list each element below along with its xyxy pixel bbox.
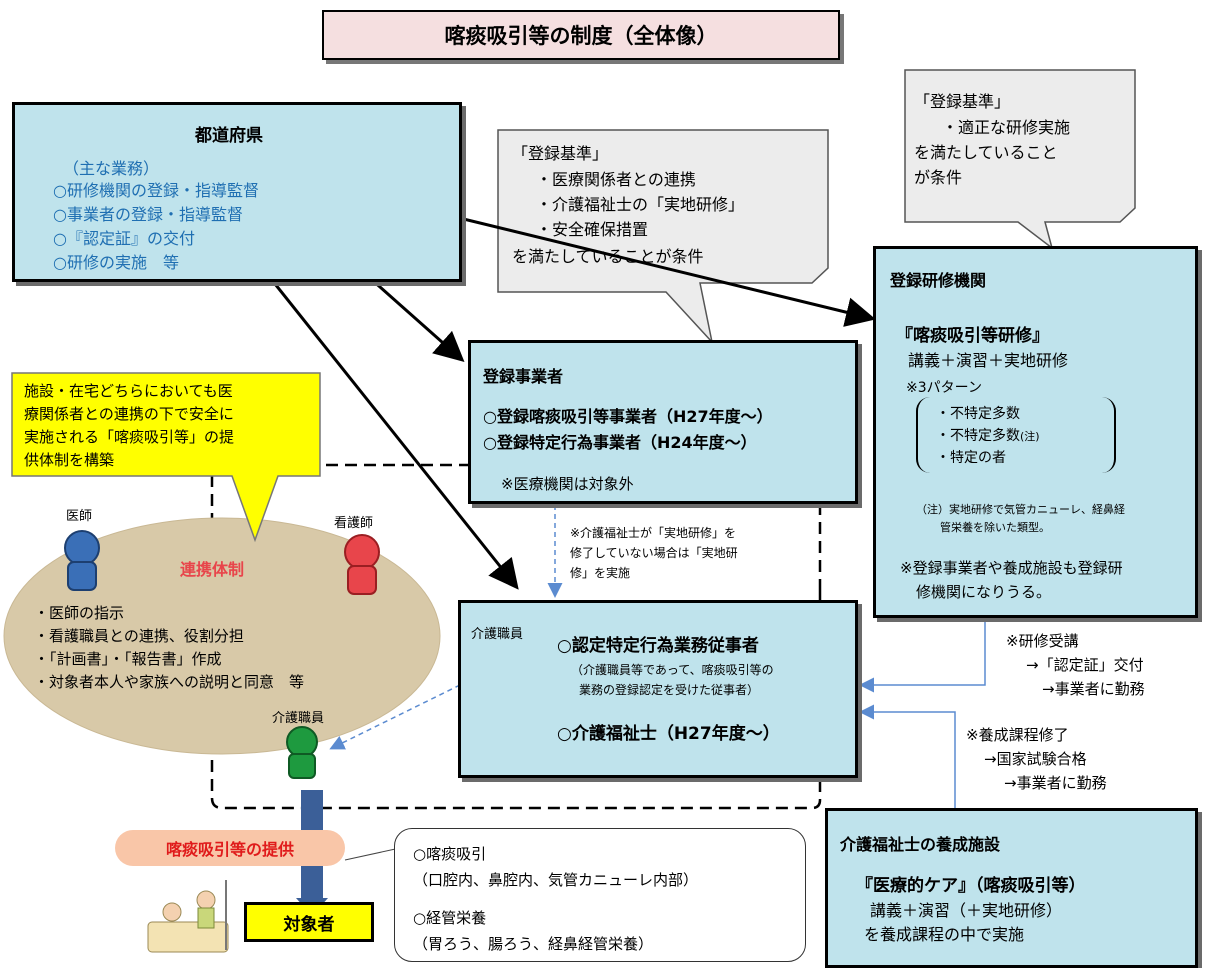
training-org-footnote: 管栄養を除いた類型。 [940,521,1050,534]
school-subtitle: 『医療的ケア』（喀痰吸引等） [856,876,1086,896]
procedures-box: ○喀痰吸引 （口腔内、鼻腔内、気管カニューレ内部） ○経管栄養 （胃ろう、腸ろう… [394,828,806,962]
criteria-center-bubble [497,129,829,345]
small-note-line: 修」を実施 [570,566,631,580]
doctor-person-icon [64,530,100,591]
training-org-title: 登録研修機関 [890,271,987,290]
yellow-bubble-line: 施設・在宅どちらにおいても医 [24,382,233,400]
care-scene-illustration [147,880,229,953]
arrow-to-certified [238,239,519,590]
small-note-line: 修了していない場合は「実地研 [570,546,738,560]
doctor-label: 医師 [66,509,93,524]
registered-business-item: ○登録喀痰吸引等事業者（H27年度～） [483,407,773,426]
school-line: 講義＋演習（＋実地研修） [870,901,1063,920]
training-org-note: 修機関になりうる。 [916,583,1052,601]
criteria-right-line: が条件 [914,168,963,187]
cooperation-line: ・医師の指示 [34,604,125,622]
certified-worker-sub: 業務の登録認定を受けた従事者） [579,683,760,697]
prefecture-line: ○研修の実施 等 [53,253,179,272]
yellow-bubble-line: 実施される「喀痰吸引等」の提 [24,428,235,446]
yellow-bubble-line: 療関係者との連携の下で安全に [24,405,234,423]
criteria-right-bubble [904,69,1136,250]
target-label: 対象者 [283,914,335,935]
training-org-pattern: ・不特定多数 [936,406,1020,422]
prefecture-line: （主な業務） [63,159,160,178]
criteria-right-line: 「登録基準」 [914,92,1011,111]
procedure-line: （胃ろう、腸ろう、経鼻経管栄養） [413,935,654,953]
certified-worker-box: 介護職員 ○認定特定行為業務従事者 （介護職員等であって、喀痰吸引等の 業務の登… [458,600,858,778]
criteria-center-line: ・介護福祉士の「実地研修」 [536,195,745,214]
patterns-bracket [916,397,1116,473]
cooperation-line: ・看護職員との連携、役割分担 [34,627,244,645]
registered-business-box: 登録事業者 ○登録喀痰吸引等事業者（H27年度～） ○登録特定行為事業者（H24… [468,340,858,504]
registered-business-item: ○登録特定行為事業者（H24年度～） [483,433,757,452]
cooperation-line: ・「計画書」・「報告書」作成 [34,650,222,668]
provision-label: 喀痰吸引等の提供 [165,840,294,859]
training-org-course: 『喀痰吸引等研修』 [896,326,1049,346]
training-org-footnote: （注）実地研修で気管カニューレ、経鼻経 [916,503,1125,516]
criteria-center-line: ・医療関係者との連携 [536,170,696,189]
small-note-line: ※介護福祉士が「実地研修」を [570,526,737,540]
nurse-label: 看護師 [334,516,374,531]
procedure-line: ○喀痰吸引 [413,845,487,863]
criteria-center-line: を満たしていることが条件 [512,247,704,266]
certified-worker-sub: （介護職員等であって、喀痰吸引等の [571,663,774,677]
course-note-line: →国家試験合格 [984,750,1087,768]
yellow-bubble [11,372,321,543]
care-worker-label: 介護職員 [272,711,325,726]
training-org-note: ※登録事業者や養成施設も登録研 [900,559,1123,577]
criteria-right-line: ・適正な研修実施 [942,118,1071,137]
training-note-line: →事業者に勤務 [1042,680,1145,698]
cooperation-line: ・対象者本人や家族への説明と同意 等 [34,673,305,691]
prefecture-line: ○事業者の登録・指導監督 [53,205,243,224]
procedure-line: ○経管栄養 [413,909,487,927]
prefecture-line: ○研修機関の登録・指導監督 [53,181,259,200]
page-title: 喀痰吸引等の制度（全体像） [444,24,718,48]
criteria-right-line: を満たしていること [914,143,1058,162]
prefecture-title: 都道府県 [195,126,263,146]
course-note-line: →事業者に勤務 [1004,774,1107,792]
procedure-line: （口腔内、鼻腔内、気管カニューレ内部） [413,871,699,889]
course-note-line: ※養成課程修了 [966,726,1069,744]
target-box: 対象者 [244,902,374,942]
training-note-line: →「認定証」交付 [1026,656,1144,674]
certified-worker-label: 介護職員 [471,627,524,642]
cooperation-title: 連携体制 [180,560,245,579]
training-org-patterns-label: ※3パターン [906,380,982,396]
provision-label-box: 喀痰吸引等の提供 [115,830,345,866]
yellow-bubble-line: 供体制を構築 [24,451,115,469]
blue-line-from-school [859,704,956,808]
training-org-box: 登録研修機関 『喀痰吸引等研修』 講義＋演習＋実地研修 ※3パターン ・不特定多… [873,246,1198,618]
training-org-pattern: ・特定の者 [936,450,1006,466]
training-note-line: ※研修受講 [1006,632,1079,650]
blue-line-from-training [859,618,986,693]
prefecture-box: 都道府県 （主な業務） ○研修機関の登録・指導監督 ○事業者の登録・指導監督 ○… [12,102,462,282]
prefecture-line: ○『認定証』の交付 [53,229,195,248]
criteria-center-line: 「登録基準」 [512,144,609,163]
certified-worker-item2: ○介護福祉士（H27年度～） [557,724,780,744]
registered-business-title: 登録事業者 [483,367,564,386]
cooperation-ellipse [3,517,441,755]
care-worker-icon-1 [286,726,318,779]
title-box: 喀痰吸引等の制度（全体像） [322,10,840,60]
training-org-course-detail: 講義＋演習＋実地研修 [908,351,1069,370]
school-title: 介護福祉士の養成施設 [840,835,1001,854]
school-box: 介護福祉士の養成施設 『医療的ケア』（喀痰吸引等） 講義＋演習（＋実地研修） を… [825,808,1198,968]
nurse-person-icon [344,534,380,595]
criteria-center-line: ・安全確保措置 [536,220,649,239]
school-line: を養成課程の中で実施 [864,925,1025,944]
registered-business-note: ※医療機関は対象外 [501,475,634,493]
certified-worker-title: ○認定特定行為業務従事者 [557,636,759,656]
dashed-blue-left [329,684,461,750]
training-org-pattern: ・不特定多数(注) [936,428,1040,444]
